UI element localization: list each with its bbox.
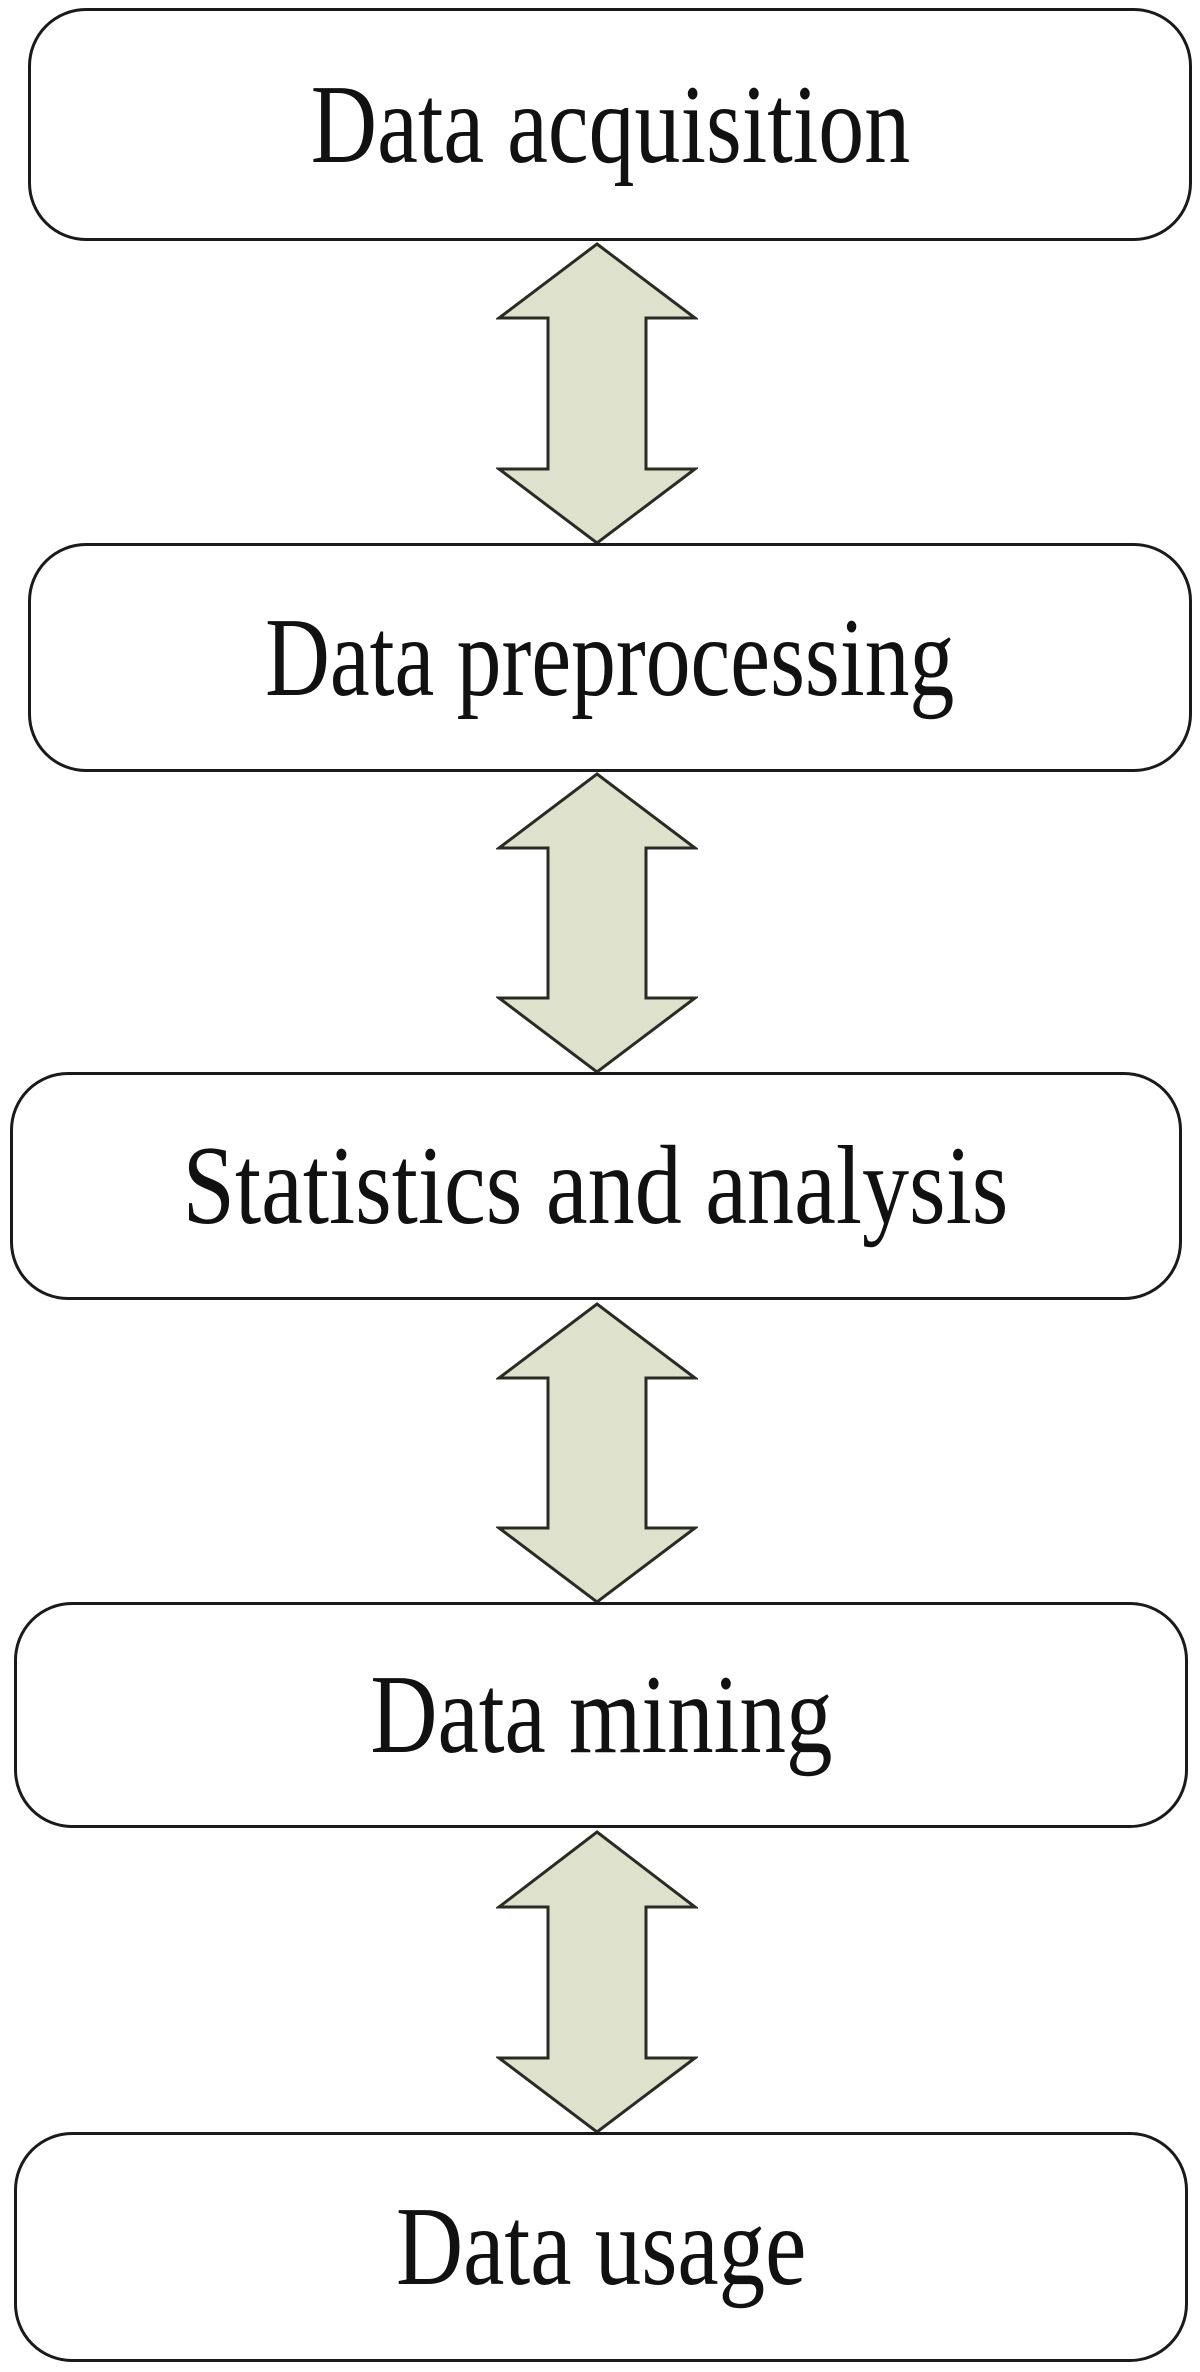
flow-node-label: Data mining [369, 1653, 833, 1777]
flow-node-data-preprocessing[interactable]: Data preprocessing [28, 543, 1192, 772]
flow-node-label: Data acquisition [310, 62, 910, 187]
double-headed-arrow-icon [496, 242, 698, 545]
flow-node-label: Data usage [395, 2185, 807, 2309]
double-headed-arrow-icon [496, 772, 698, 1074]
flow-node-data-mining[interactable]: Data mining [14, 1602, 1188, 1828]
double-headed-arrow-icon [496, 1830, 698, 2134]
flow-node-data-usage[interactable]: Data usage [14, 2132, 1188, 2362]
flow-node-label: Data preprocessing [265, 595, 955, 720]
flow-node-data-acquisition[interactable]: Data acquisition [28, 8, 1192, 241]
flow-node-statistics-and-analysis[interactable]: Statistics and analysis [10, 1072, 1182, 1300]
double-headed-arrow-icon [496, 1302, 698, 1604]
flow-node-label: Statistics and analysis [183, 1124, 1009, 1248]
